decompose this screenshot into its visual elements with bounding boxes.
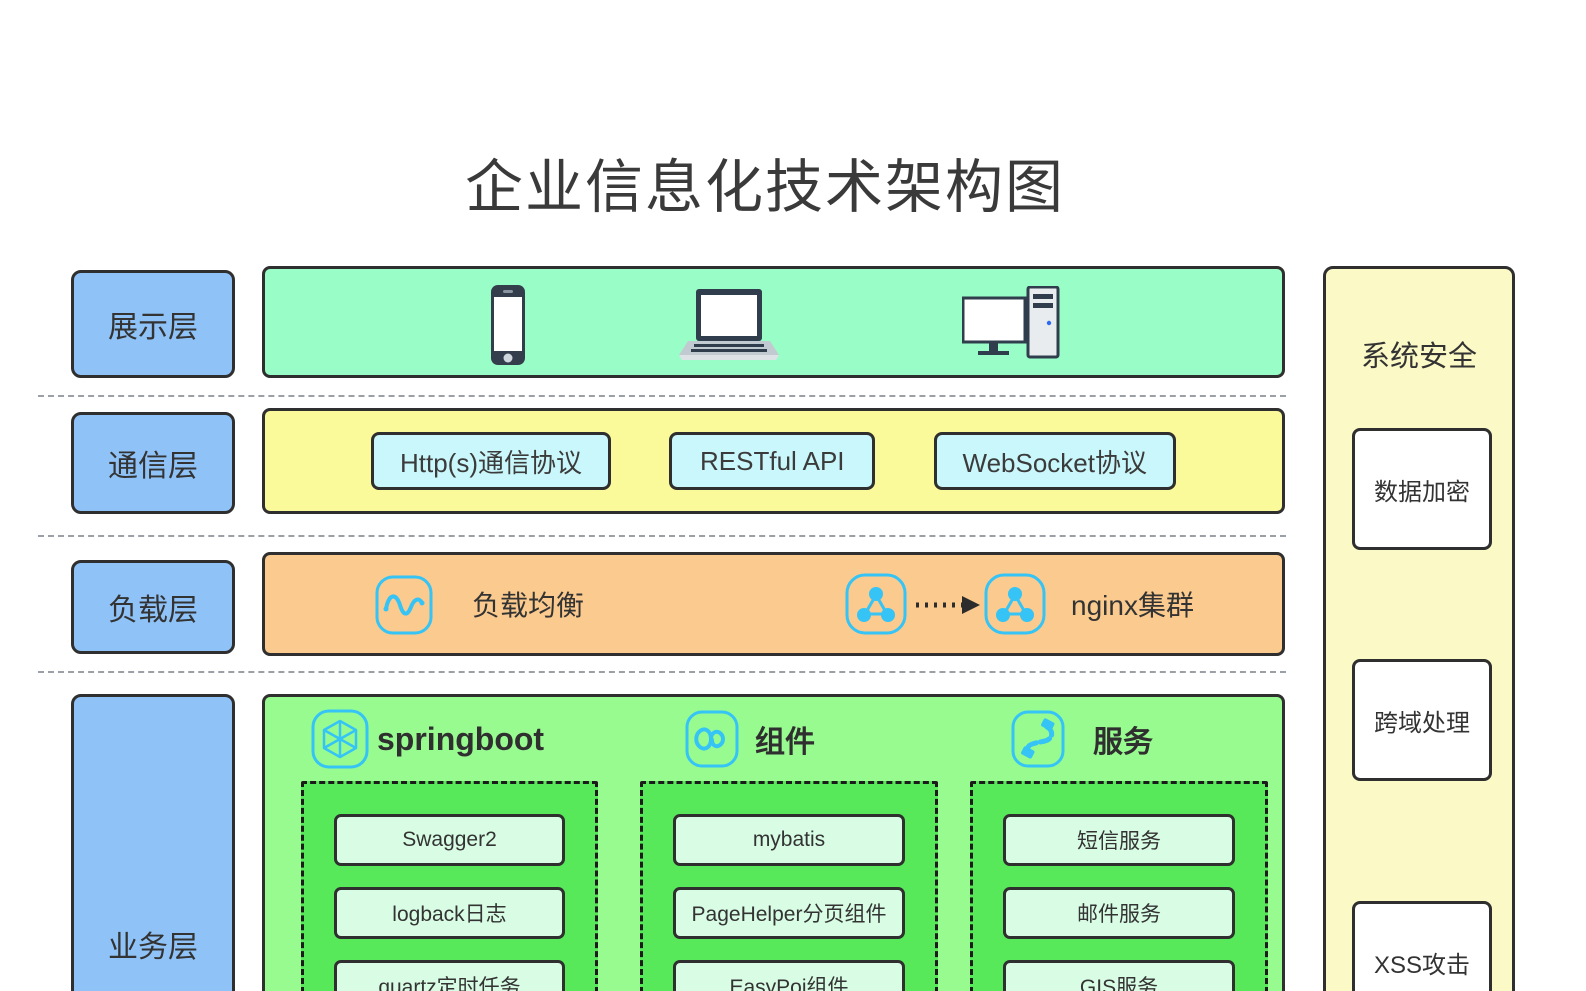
- business-item: PageHelper分页组件: [673, 887, 905, 939]
- cube-icon: [311, 709, 369, 769]
- desktop-computer-icon: [961, 285, 1060, 369]
- load-band: 负载均衡: [262, 552, 1285, 656]
- layer-label-text: 展示层: [108, 311, 198, 344]
- laptop-icon: [676, 289, 782, 368]
- layer-label-text: 业务层: [108, 931, 198, 964]
- protocol-box-http: Http(s)通信协议: [371, 432, 612, 490]
- protocol-label: RESTful API: [700, 445, 845, 476]
- security-item-xss: XSS攻击: [1352, 901, 1492, 991]
- layer-label-load: 负载层: [71, 560, 235, 654]
- load-balancer-label: 负载均衡: [472, 590, 585, 621]
- layer-label-business: 业务层: [71, 694, 235, 991]
- group-header-springboot: springboot: [311, 709, 544, 769]
- business-item: Swagger2: [334, 814, 565, 866]
- layer-divider: [38, 395, 1286, 397]
- group-box-components: mybatis PageHelper分页组件 EasyPoi组件: [640, 781, 938, 991]
- group-title: 服务: [1093, 726, 1153, 759]
- node-cluster-icon: [984, 573, 1046, 640]
- communication-band: Http(s)通信协议 RESTful API WebSocket协议: [262, 408, 1285, 514]
- layer-label-text: 负载层: [108, 594, 198, 627]
- security-item-encryption: 数据加密: [1352, 428, 1492, 550]
- layer-divider: [38, 535, 1286, 537]
- layer-divider: [38, 671, 1286, 673]
- protocol-label: WebSocket协议: [962, 447, 1147, 478]
- layer-label-communication: 通信层: [71, 412, 235, 514]
- business-item: EasyPoi组件: [673, 960, 905, 991]
- business-item: 短信服务: [1003, 814, 1235, 866]
- business-item: mybatis: [673, 814, 905, 866]
- smartphone-icon: [490, 284, 526, 371]
- group-title: springboot: [377, 720, 545, 757]
- security-panel: 系统安全 数据加密 跨域处理 XSS攻击: [1323, 266, 1515, 991]
- protocol-box-restful: RESTful API: [669, 432, 876, 490]
- group-title: 组件: [755, 726, 815, 759]
- business-item: 邮件服务: [1003, 887, 1235, 939]
- security-item-cors: 跨域处理: [1352, 659, 1492, 781]
- business-item: quartz定时任务: [334, 960, 565, 991]
- group-box-services: 短信服务 邮件服务 GIS服务: [970, 781, 1268, 991]
- sine-wave-icon: [375, 575, 433, 640]
- nginx-cluster-label: nginx集群: [1071, 590, 1194, 621]
- business-item: logback日志: [334, 887, 565, 939]
- infinity-icon: [685, 710, 739, 768]
- node-cluster-icon: [845, 573, 907, 640]
- business-band: springboot 组件 服务 Swagger2 logback日志 quar…: [262, 694, 1285, 991]
- business-item: GIS服务: [1003, 960, 1235, 991]
- group-header-components: 组件: [685, 709, 815, 769]
- plug-link-icon: [1011, 710, 1065, 768]
- layer-label-text: 通信层: [108, 450, 198, 483]
- protocol-box-websocket: WebSocket协议: [933, 432, 1176, 490]
- dotted-arrow-icon: [914, 594, 982, 621]
- protocol-label: Http(s)通信协议: [400, 447, 583, 478]
- group-header-services: 服务: [1011, 709, 1153, 769]
- group-box-springboot: Swagger2 logback日志 quartz定时任务: [301, 781, 598, 991]
- layer-label-presentation: 展示层: [71, 270, 235, 378]
- security-panel-title: 系统安全: [1360, 341, 1477, 373]
- page-title: 企业信息化技术架构图: [464, 155, 1065, 220]
- presentation-band: [262, 266, 1285, 378]
